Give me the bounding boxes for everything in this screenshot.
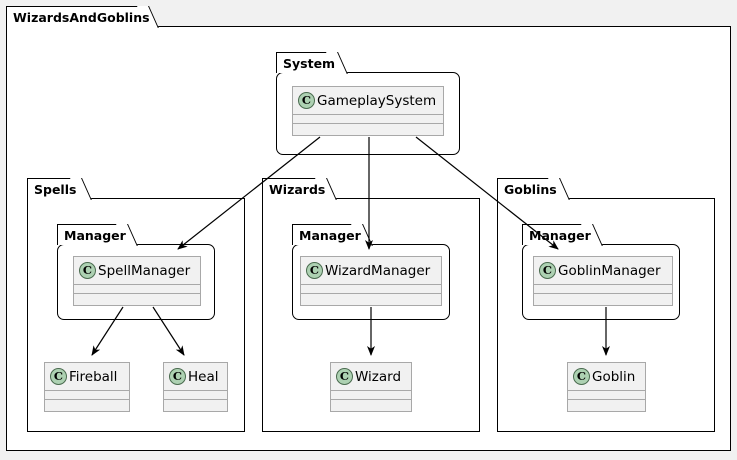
class-attributes-compartment	[74, 285, 200, 293]
class-goblin-header: C Goblin	[568, 363, 645, 390]
class-heal[interactable]: C Heal	[163, 362, 228, 412]
package-spells-manager-tab: Manager	[57, 224, 128, 245]
class-spell-manager[interactable]: C SpellManager	[73, 256, 201, 306]
class-icon: C	[79, 262, 96, 279]
class-attributes-compartment	[293, 115, 443, 123]
class-methods-compartment	[164, 400, 227, 408]
class-methods-compartment	[74, 294, 200, 302]
class-icon: C	[50, 368, 67, 385]
class-separator	[534, 293, 672, 294]
class-heal-header: C Heal	[164, 363, 227, 390]
class-separator	[534, 284, 672, 285]
class-wizard-header: C Wizard	[331, 363, 411, 390]
class-separator	[74, 284, 200, 285]
package-goblins-label: Goblins	[504, 181, 557, 197]
package-spells-manager-label: Manager	[64, 227, 126, 243]
package-goblins-manager-label: Manager	[529, 227, 591, 243]
class-goblin-manager-name: GoblinManager	[558, 262, 661, 279]
class-goblin-manager-header: C GoblinManager	[534, 257, 672, 284]
class-methods-compartment	[301, 294, 441, 302]
package-wizards-tab: Wizards	[262, 178, 327, 199]
class-separator	[293, 114, 443, 115]
class-attributes-compartment	[331, 391, 411, 399]
class-separator	[301, 284, 441, 285]
package-system-label: System	[283, 55, 336, 71]
class-goblin-manager[interactable]: C GoblinManager	[533, 256, 673, 306]
class-gameplay-system-name: GameplaySystem	[317, 92, 437, 109]
package-goblins-tab: Goblins	[497, 178, 560, 199]
class-separator	[301, 293, 441, 294]
class-icon: C	[573, 368, 590, 385]
package-wizards-and-goblins-tab: WizardsAndGoblins	[6, 6, 150, 27]
package-wizards-and-goblins-label: WizardsAndGoblins	[13, 9, 150, 25]
class-fireball-header: C Fireball	[45, 363, 129, 390]
package-wizards-manager-label: Manager	[299, 227, 361, 243]
class-fireball-name: Fireball	[69, 368, 118, 385]
package-system-tab: System	[276, 52, 338, 73]
class-icon: C	[539, 262, 556, 279]
class-separator	[568, 399, 645, 400]
package-wizards-label: Wizards	[269, 181, 326, 197]
class-attributes-compartment	[534, 285, 672, 293]
class-separator	[164, 390, 227, 391]
class-attributes-compartment	[164, 391, 227, 399]
class-separator	[331, 390, 411, 391]
class-separator	[45, 390, 129, 391]
class-methods-compartment	[45, 400, 129, 408]
class-methods-compartment	[534, 294, 672, 302]
class-icon: C	[298, 92, 315, 109]
class-attributes-compartment	[45, 391, 129, 399]
class-separator	[45, 399, 129, 400]
class-spell-manager-header: C SpellManager	[74, 257, 200, 284]
class-icon: C	[306, 262, 323, 279]
class-separator	[568, 390, 645, 391]
class-gameplay-system[interactable]: C GameplaySystem	[292, 86, 444, 136]
class-heal-name: Heal	[188, 368, 219, 385]
package-wizards-manager-tab: Manager	[292, 224, 363, 245]
class-methods-compartment	[293, 124, 443, 132]
class-separator	[331, 399, 411, 400]
class-methods-compartment	[331, 400, 411, 408]
class-gameplay-system-header: C GameplaySystem	[293, 87, 443, 114]
class-goblin[interactable]: C Goblin	[567, 362, 646, 412]
class-wizard-manager-name: WizardManager	[325, 262, 431, 279]
class-attributes-compartment	[301, 285, 441, 293]
class-icon: C	[169, 368, 186, 385]
class-wizard[interactable]: C Wizard	[330, 362, 412, 412]
class-separator	[293, 123, 443, 124]
class-wizard-manager[interactable]: C WizardManager	[300, 256, 442, 306]
class-wizard-name: Wizard	[355, 368, 402, 385]
class-spell-manager-name: SpellManager	[98, 262, 191, 279]
class-separator	[74, 293, 200, 294]
class-attributes-compartment	[568, 391, 645, 399]
class-fireball[interactable]: C Fireball	[44, 362, 130, 412]
package-goblins-manager-tab: Manager	[522, 224, 593, 245]
class-wizard-manager-header: C WizardManager	[301, 257, 441, 284]
package-spells-label: Spells	[34, 181, 77, 197]
class-methods-compartment	[568, 400, 645, 408]
package-spells-tab: Spells	[27, 178, 82, 199]
class-icon: C	[336, 368, 353, 385]
class-separator	[164, 399, 227, 400]
class-goblin-name: Goblin	[592, 368, 636, 385]
